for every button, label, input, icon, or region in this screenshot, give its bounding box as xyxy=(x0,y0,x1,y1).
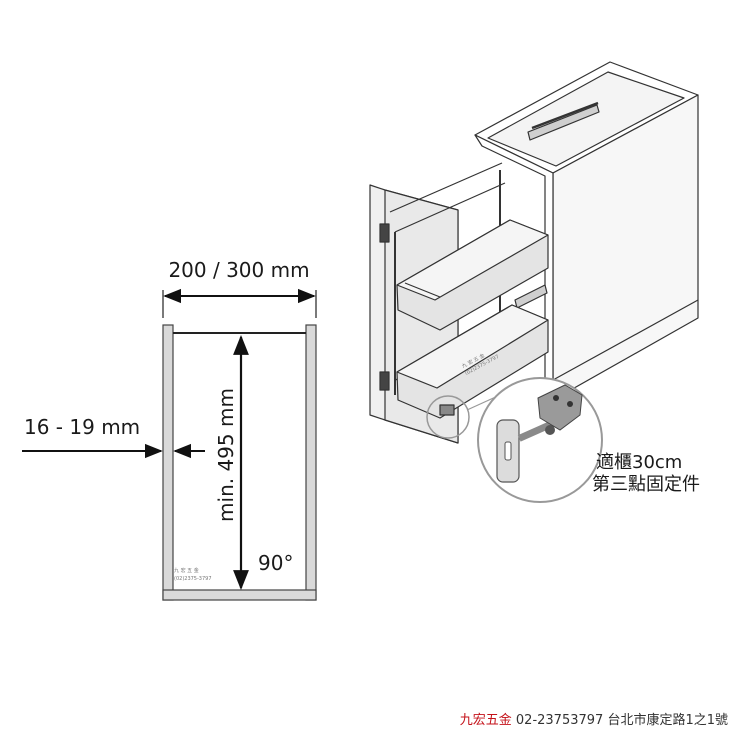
fixing-point-circle xyxy=(426,395,470,439)
angle-label: 90° xyxy=(258,551,293,575)
top-slide-rail xyxy=(527,104,600,141)
left-side-panel xyxy=(162,324,174,601)
bottom-panel xyxy=(162,589,317,601)
height-dimension: min. 495 mm xyxy=(214,335,249,590)
cabinet-cross-section xyxy=(162,324,317,601)
bottom-slide-rail xyxy=(514,284,548,309)
note-line2: 第三點固定件 xyxy=(592,474,700,495)
footer-contact: 九宏五金 02-23753797 台北市康定路1之1號 xyxy=(460,709,728,728)
left-watermark-name: 九 宏 五 金 xyxy=(174,567,199,574)
fixing-bracket-detail xyxy=(466,377,603,503)
right-side-panel xyxy=(305,324,317,601)
bracket-clamp xyxy=(537,384,583,431)
thickness-dimension: 16 - 19 mm xyxy=(22,415,205,459)
width-dimension: 200 / 300 mm xyxy=(162,258,317,318)
width-label: 200 / 300 mm xyxy=(168,258,309,282)
footer-brand: 九宏五金 xyxy=(459,713,512,728)
left-watermark-phone: (02)2375-3797 xyxy=(174,576,212,582)
height-label: min. 495 mm xyxy=(214,388,238,522)
footer-address: 台北市康定路1之1號 xyxy=(607,713,728,728)
thickness-label: 16 - 19 mm xyxy=(24,415,140,439)
note-line1: 適櫃30cm xyxy=(596,452,682,473)
pullout-cabinet-illustration xyxy=(369,61,699,444)
footer-phone: 02-23753797 xyxy=(515,713,604,728)
